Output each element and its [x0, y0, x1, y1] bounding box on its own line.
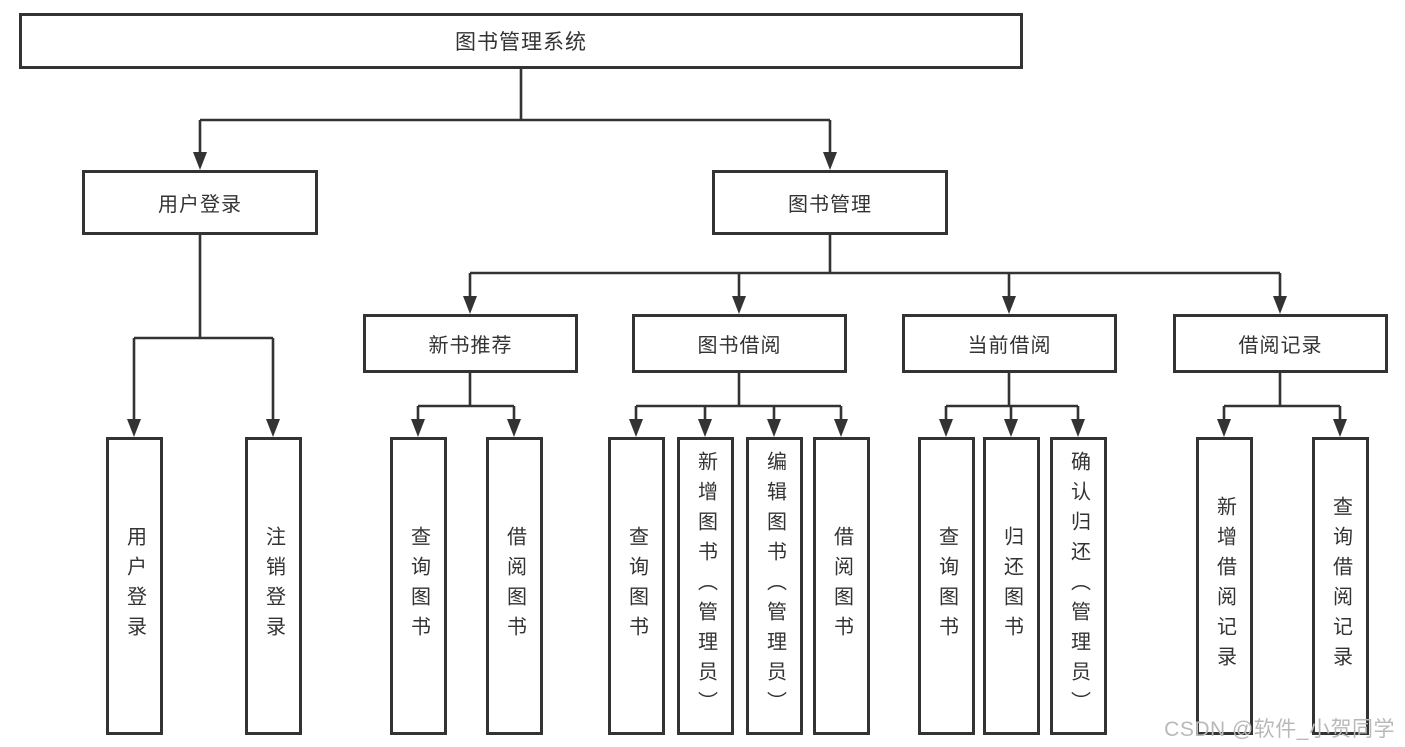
leaf-add-books-admin: 新增图书（管理员）	[677, 437, 734, 735]
leaf-confirm-return-admin: 确认归还（管理员）	[1050, 437, 1107, 735]
node-current-borrow: 当前借阅	[902, 314, 1117, 373]
leaf-add-borrow-record: 新增借阅记录	[1196, 437, 1253, 735]
node-new-book-recommend: 新书推荐	[363, 314, 578, 373]
leaf-borrow-query-books: 查询图书	[608, 437, 665, 735]
leaf-edit-books-admin: 编辑图书（管理员）	[746, 437, 803, 735]
leaf-edit-books-admin-label: 编辑图书（管理员）	[763, 451, 786, 721]
node-borrow-records: 借阅记录	[1173, 314, 1388, 373]
node-current-borrow-label: 当前借阅	[967, 335, 1052, 357]
node-book-borrow: 图书借阅	[632, 314, 847, 373]
leaf-current-query-books-label: 查询图书	[935, 526, 958, 646]
node-book-management-label: 图书管理	[788, 194, 872, 216]
node-user-login-label: 用户登录	[158, 194, 242, 216]
leaf-recommend-query-books-label: 查询图书	[407, 526, 430, 646]
leaf-query-borrow-record-label: 查询借阅记录	[1329, 496, 1352, 676]
leaf-borrow-query-books-label: 查询图书	[625, 526, 648, 646]
leaf-confirm-return-admin-label: 确认归还（管理员）	[1067, 451, 1090, 721]
node-book-management: 图书管理	[712, 170, 948, 235]
node-book-borrow-label: 图书借阅	[697, 335, 782, 357]
leaf-recommend-borrow-books-label: 借阅图书	[503, 526, 526, 646]
node-root-label: 图书管理系统	[455, 31, 587, 54]
leaf-logout-label: 注销登录	[262, 526, 285, 646]
leaf-user-login: 用户登录	[106, 437, 163, 735]
leaf-logout: 注销登录	[245, 437, 302, 735]
leaf-query-borrow-record: 查询借阅记录	[1312, 437, 1369, 735]
leaf-return-books: 归还图书	[983, 437, 1040, 735]
node-user-login: 用户登录	[82, 170, 318, 235]
leaf-user-login-label: 用户登录	[123, 526, 146, 646]
leaf-recommend-query-books: 查询图书	[390, 437, 447, 735]
leaf-borrow-books: 借阅图书	[813, 437, 870, 735]
leaf-return-books-label: 归还图书	[1000, 526, 1023, 646]
leaf-borrow-books-label: 借阅图书	[830, 526, 853, 646]
leaf-add-borrow-record-label: 新增借阅记录	[1213, 496, 1236, 676]
leaf-current-query-books: 查询图书	[918, 437, 975, 735]
node-new-book-recommend-label: 新书推荐	[428, 335, 513, 357]
csdn-watermark: CSDN @软件_小贺同学	[1164, 718, 1395, 741]
node-borrow-records-label: 借阅记录	[1238, 335, 1323, 357]
leaf-recommend-borrow-books: 借阅图书	[486, 437, 543, 735]
leaf-add-books-admin-label: 新增图书（管理员）	[694, 451, 717, 721]
node-root: 图书管理系统	[19, 13, 1023, 69]
